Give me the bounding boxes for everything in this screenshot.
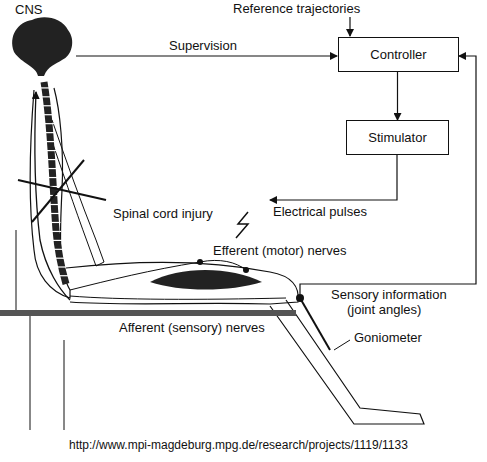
vertebra xyxy=(42,105,52,106)
vertebra xyxy=(47,159,57,160)
annotation: Efferent (motor) nerves xyxy=(212,243,347,258)
sensory-arrow xyxy=(300,56,476,294)
annotation: Reference trajectories xyxy=(232,1,361,16)
annotation: Goniometer xyxy=(353,330,423,345)
reference-arrow xyxy=(349,17,350,36)
vertebra xyxy=(59,275,69,276)
vertebra xyxy=(45,132,55,133)
vertebra xyxy=(47,168,57,169)
afferent-path xyxy=(35,92,70,300)
vertebra xyxy=(46,141,56,142)
goniometer-arm xyxy=(300,298,330,350)
vertebra xyxy=(50,213,60,214)
pulse-arrow xyxy=(270,155,397,200)
vertebra xyxy=(43,114,53,115)
process-box: Controller xyxy=(338,37,459,72)
muscle xyxy=(150,270,262,290)
annotation: Supervision xyxy=(168,38,238,53)
annotation: (joint angles) xyxy=(346,302,422,317)
lightning xyxy=(236,212,248,238)
annotation: http://www.mpi-magdeburg.mpg.de/research… xyxy=(68,438,409,453)
vertebra xyxy=(51,231,61,232)
afferent-nerve xyxy=(70,296,286,299)
vertebra xyxy=(40,87,50,88)
vertebra xyxy=(46,150,56,151)
annotation: Afferent (sensory) nerves xyxy=(118,320,266,335)
vertebra xyxy=(49,204,59,205)
chair-seat xyxy=(0,310,296,316)
thigh xyxy=(66,263,298,305)
vertebra xyxy=(52,240,62,241)
electrode xyxy=(243,267,249,273)
leader-line xyxy=(334,340,350,350)
annotation: Electrical pulses xyxy=(272,204,368,219)
box-label: Stimulator xyxy=(368,130,427,145)
chair-leg xyxy=(64,340,65,430)
electrode xyxy=(197,259,203,265)
efferent-nerve xyxy=(70,260,246,290)
spine xyxy=(44,82,66,284)
connector-arrow xyxy=(397,72,398,120)
box-label: Controller xyxy=(370,47,426,62)
supervision-arrow xyxy=(76,55,337,56)
injury-mark xyxy=(32,160,84,222)
annotation: Sensory information xyxy=(330,287,448,302)
vertebra xyxy=(50,222,60,223)
chair-leg xyxy=(30,316,31,430)
chair-back xyxy=(16,230,17,310)
vertebra xyxy=(41,96,51,97)
process-box: Stimulator xyxy=(346,120,449,155)
vertebra xyxy=(55,258,65,259)
vertebra xyxy=(44,123,54,124)
shin xyxy=(270,300,424,424)
annotation: Spinal cord injury xyxy=(112,206,214,221)
vertebra xyxy=(53,249,63,250)
vertebra xyxy=(48,177,58,178)
brain xyxy=(12,17,72,76)
vertebra xyxy=(57,266,67,267)
annotation: CNS xyxy=(14,2,43,17)
injury-mark xyxy=(18,180,106,200)
